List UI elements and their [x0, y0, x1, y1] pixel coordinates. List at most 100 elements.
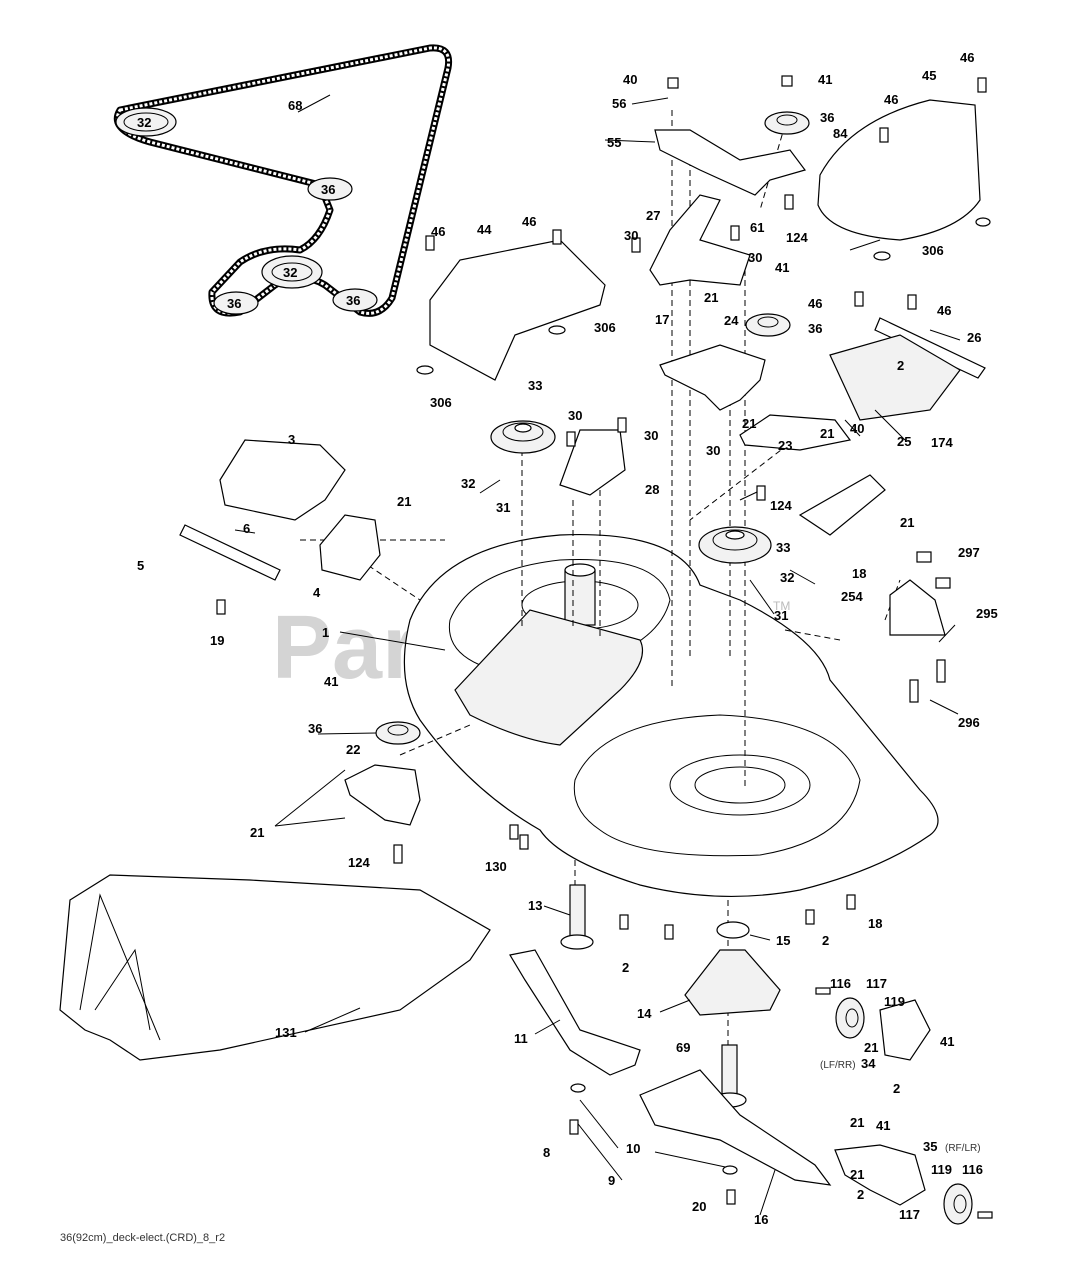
callout-18: 18	[852, 566, 866, 581]
belt-pulley-4: 36	[213, 291, 259, 315]
callout-34: 34	[861, 1056, 876, 1071]
callout-20: 20	[692, 1199, 706, 1214]
callout-55: 55	[607, 135, 621, 150]
callout-2: 2	[822, 933, 829, 948]
callout-46: 46	[522, 214, 536, 229]
belt-cover-left	[429, 239, 606, 381]
callout-46: 46	[884, 92, 898, 107]
callout-306: 306	[922, 243, 944, 258]
callout-36: 36	[820, 110, 834, 125]
callout-117: 117	[899, 1207, 920, 1222]
blade-left	[509, 949, 641, 1076]
callout-41: 41	[324, 674, 338, 689]
idler-arm-bracket	[654, 129, 807, 196]
callout-41: 41	[775, 260, 789, 275]
gauge-wheel-lower	[834, 1144, 973, 1225]
idler-bracket-left	[344, 764, 421, 826]
callout-10: 10	[626, 1141, 640, 1156]
callout-25: 25	[897, 434, 911, 449]
callout-18: 18	[868, 916, 882, 931]
callout-21: 21	[820, 426, 834, 441]
callout-119: 119	[931, 1162, 952, 1177]
bracket-small	[319, 514, 381, 581]
callout-labels: 68 40 41 46 56 36 84 45 46 55 124 306 27…	[137, 50, 998, 1227]
callout-11: 11	[514, 1031, 528, 1046]
callout-4: 4	[313, 585, 321, 600]
pulley-bracket	[659, 344, 766, 411]
callout-32: 32	[461, 476, 475, 491]
callout-28: 28	[645, 482, 659, 497]
callout-13: 13	[528, 898, 542, 913]
callout-1: 1	[322, 625, 329, 640]
blade-right	[639, 1069, 832, 1186]
callout-46: 46	[431, 224, 445, 239]
callout-5: 5	[137, 558, 144, 573]
callout-41: 41	[940, 1034, 954, 1049]
rear-shield	[889, 579, 946, 636]
callout-130: 130	[485, 859, 507, 874]
callout-21: 21	[742, 416, 756, 431]
callout-68: 68	[288, 98, 302, 113]
callout-27: 27	[646, 208, 660, 223]
mower-deck-housing	[403, 533, 939, 897]
belt-pulley-label: 36	[227, 296, 241, 311]
leader-lines	[234, 94, 961, 1216]
idler-arm	[649, 194, 751, 286]
spindle-shaft	[560, 884, 594, 950]
callout-2: 2	[857, 1187, 864, 1202]
callout-124: 124	[786, 230, 808, 245]
callout-6: 6	[243, 521, 250, 536]
belt-pulley-1: 32	[115, 107, 177, 137]
callout-30: 30	[624, 228, 638, 243]
callout-35: 35	[923, 1139, 937, 1154]
callout-30: 30	[568, 408, 582, 423]
pulley-upper-right	[764, 111, 810, 135]
belt-pulley-5: 36	[332, 288, 378, 312]
discharge-chute	[59, 874, 491, 1061]
callout-32: 32	[780, 570, 794, 585]
note-lf-rr: (LF/RR)	[820, 1060, 856, 1071]
callout-21: 21	[250, 825, 264, 840]
pulley-right	[698, 526, 772, 564]
belt-pulley-label: 36	[321, 182, 335, 197]
note-rf-lr: (RF/LR)	[945, 1143, 981, 1154]
diagram-code: 36(92cm)_deck-elect.(CRD)_8_r2	[60, 1232, 225, 1244]
callout-46: 46	[808, 296, 822, 311]
callout-30: 30	[748, 250, 762, 265]
callout-84: 84	[833, 126, 848, 141]
callout-69: 69	[676, 1040, 690, 1055]
callout-41: 41	[818, 72, 832, 87]
callout-45: 45	[922, 68, 936, 83]
callout-116: 116	[830, 976, 851, 991]
pulley-left	[490, 420, 556, 454]
callout-21: 21	[397, 494, 411, 509]
link-rod	[179, 524, 281, 581]
callout-14: 14	[637, 1006, 652, 1021]
callout-40: 40	[850, 421, 864, 436]
belt-pulley-2: 36	[307, 177, 353, 201]
callout-17: 17	[655, 312, 669, 327]
callout-30: 30	[644, 428, 658, 443]
side-bracket	[798, 474, 886, 536]
callout-40: 40	[623, 72, 637, 87]
callout-44: 44	[477, 222, 492, 237]
callout-21: 21	[850, 1167, 864, 1182]
belt-guide-bracket	[559, 429, 626, 496]
callout-9: 9	[608, 1173, 615, 1188]
callout-21: 21	[900, 515, 914, 530]
callout-16: 16	[754, 1212, 768, 1227]
front-bracket	[219, 439, 346, 521]
callout-295: 295	[976, 606, 998, 621]
callout-31: 31	[496, 500, 510, 515]
belt-pulley-label: 32	[283, 265, 297, 280]
callout-21: 21	[850, 1115, 864, 1130]
belt-cover-right	[817, 99, 981, 241]
callout-2: 2	[893, 1081, 900, 1096]
idler-plate	[739, 414, 852, 451]
callout-36: 36	[808, 321, 822, 336]
callout-33: 33	[776, 540, 790, 555]
callout-24: 24	[724, 313, 739, 328]
callout-124: 124	[348, 855, 370, 870]
callout-254: 254	[841, 589, 863, 604]
callout-117: 117	[866, 976, 887, 991]
